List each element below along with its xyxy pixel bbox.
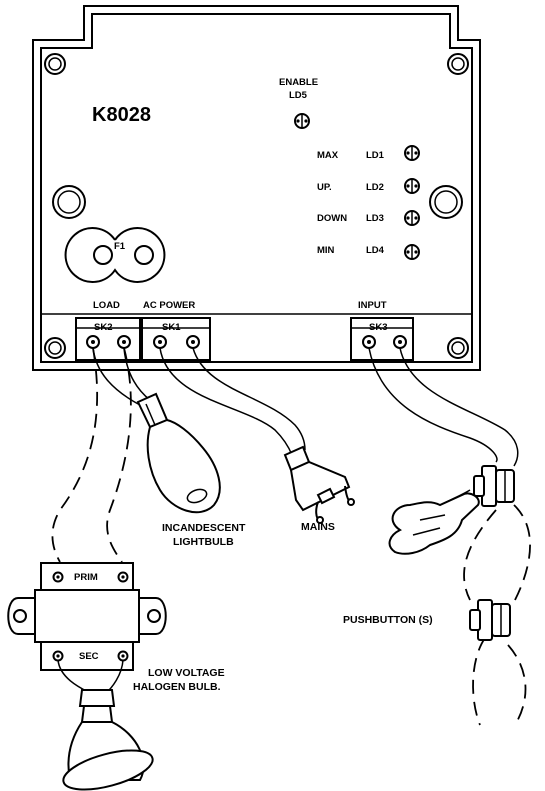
led-row-down: DOWN LD3: [317, 210, 420, 226]
led-id-ld3: LD3: [366, 213, 384, 224]
lightbulb-icon: [136, 392, 221, 514]
terminal-block-sk2: SK2: [75, 317, 141, 361]
corner-screw-bottom-left: [44, 337, 66, 359]
led-ld4-icon: [404, 244, 420, 260]
ac-power-title: AC POWER: [143, 300, 195, 311]
led-id-ld2: LD2: [366, 182, 384, 193]
led-row-up: UP. LD2: [317, 178, 420, 194]
led-row-max: MAX LD1: [317, 145, 420, 161]
mains-plug-icon: [283, 445, 355, 524]
transformer-prim-label: PRIM: [74, 572, 98, 583]
led-name-min: MIN: [317, 245, 335, 256]
mains-label: MAINS: [301, 521, 335, 533]
pushbutton-label: PUSHBUTTON (S): [343, 614, 433, 626]
transformer-sec-label: SEC: [79, 651, 99, 662]
hand-icon: [388, 489, 480, 555]
terminal-block-sk3: SK3: [350, 317, 414, 361]
sk1-label: SK1: [162, 322, 181, 333]
corner-screw-bottom-right: [447, 337, 469, 359]
led-name-down: DOWN: [317, 213, 347, 224]
mounting-hole-right: [429, 185, 463, 219]
halogen-label-line2: HALOGEN BULB.: [133, 681, 221, 693]
fuse-holder: F1: [64, 227, 166, 283]
load-title: LOAD: [93, 300, 120, 311]
enable-label: ENABLE: [279, 77, 318, 88]
sk1-screw-1[interactable]: [153, 335, 167, 349]
enclosure: [32, 5, 481, 371]
terminal-block-sk1: SK1: [141, 317, 211, 361]
led-ld3-icon: [404, 210, 420, 226]
lightbulb-label-line2: LIGHTBULB: [173, 536, 234, 548]
led-row-min: MIN LD4: [317, 244, 420, 260]
enable-led-id: LD5: [289, 90, 308, 101]
wire-power-to-plug: [159, 347, 306, 456]
mounting-hole-left: [52, 185, 86, 219]
corner-screw-top-left: [44, 53, 66, 75]
wire-load-to-transformer: [51, 347, 132, 563]
transformer-icon: [7, 562, 167, 671]
sk3-label: SK3: [369, 322, 387, 333]
pushbutton-1-icon[interactable]: [473, 465, 515, 507]
led-name-max: MAX: [317, 150, 339, 161]
pushbutton-2-icon[interactable]: [469, 599, 511, 641]
led-ld5-icon: [294, 113, 310, 129]
enable-led-group: ENABLE LD5: [279, 77, 318, 129]
halogen-bulb-icon: [62, 689, 154, 791]
led-id-ld4: LD4: [366, 245, 385, 256]
lightbulb-label-line1: INCANDESCENT: [162, 522, 246, 534]
sk3-screw-2[interactable]: [393, 335, 407, 349]
led-name-up: UP.: [317, 182, 332, 193]
sk2-label: SK2: [94, 322, 112, 333]
sk2-screw-2[interactable]: [117, 335, 131, 349]
led-ld1-icon: [404, 145, 420, 161]
sk3-screw-1[interactable]: [362, 335, 376, 349]
sk1-screw-2[interactable]: [186, 335, 200, 349]
wire-input-to-pushbuttons: [368, 347, 531, 726]
board-model-label: K8028: [92, 104, 151, 126]
led-id-ld1: LD1: [366, 150, 385, 161]
corner-screw-top-right: [447, 53, 469, 75]
fuse-label: F1: [114, 241, 126, 252]
halogen-label-line1: LOW VOLTAGE: [148, 667, 225, 679]
sk2-screw-1[interactable]: [86, 335, 100, 349]
input-title: INPUT: [358, 300, 387, 311]
led-ld2-icon: [404, 178, 420, 194]
